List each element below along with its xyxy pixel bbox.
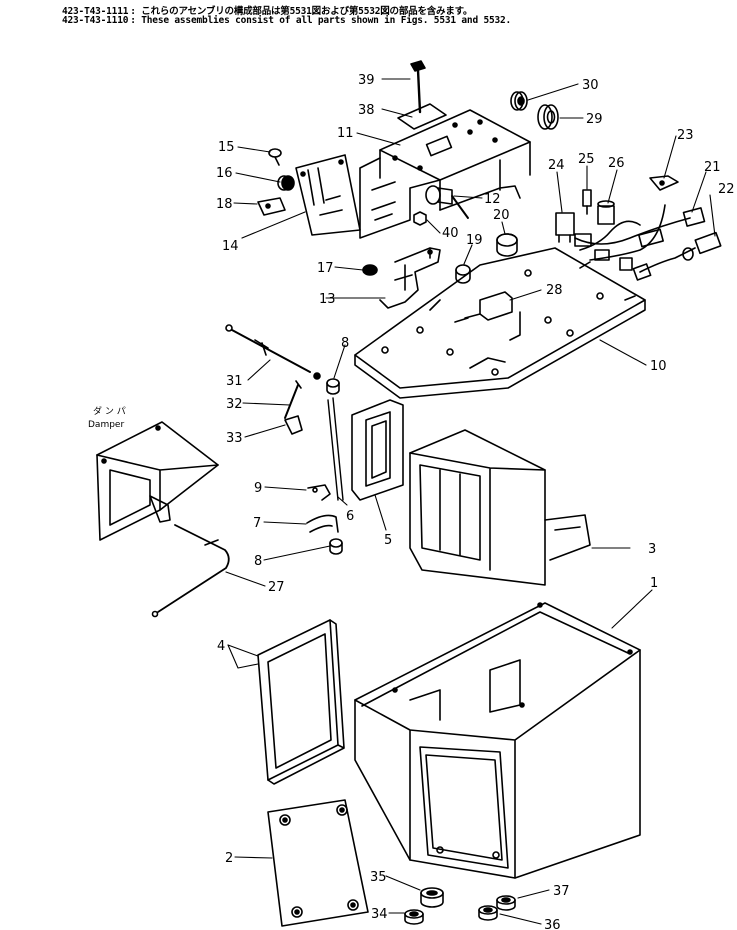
callout-34: 34 <box>371 907 388 922</box>
callout-17: 17 <box>317 261 334 276</box>
callout-35: 35 <box>370 870 387 885</box>
callout-15: 15 <box>218 140 235 155</box>
callout-26: 26 <box>608 156 625 171</box>
callout-30: 30 <box>582 78 599 93</box>
callout-33: 33 <box>226 431 243 446</box>
callout-25: 25 <box>578 152 595 167</box>
part-5-cover <box>351 399 404 501</box>
callout-28: 28 <box>546 283 563 298</box>
callout-31: 31 <box>226 374 243 389</box>
callout-10: 10 <box>650 359 667 374</box>
callout-21: 21 <box>704 160 721 175</box>
part-27-cable <box>151 524 230 618</box>
part-23-bracket <box>649 175 679 191</box>
part-31-cable <box>225 324 321 380</box>
part-9-bracket <box>307 484 331 501</box>
part-8-bushing-top <box>326 378 340 395</box>
callout-23: 23 <box>677 128 694 143</box>
part-32-rod <box>284 380 302 419</box>
part-13-lever <box>379 247 441 309</box>
callout-labels: 39 30 38 29 11 23 15 24 25 26 21 16 22 1… <box>216 73 735 930</box>
callout-20: 20 <box>493 208 510 223</box>
part-4-frame <box>257 619 345 785</box>
callout-5: 5 <box>384 533 392 548</box>
part-7-pipe <box>306 514 339 533</box>
callout-14: 14 <box>222 239 239 254</box>
harness-connectors <box>574 233 633 271</box>
part-34-grommet <box>404 909 424 925</box>
damper <box>96 421 219 541</box>
part-14-plate <box>295 154 361 236</box>
callout-6: 6 <box>346 509 354 524</box>
leader-lines <box>225 78 716 925</box>
part-18-clip <box>257 197 286 216</box>
part-37-grommet <box>496 895 516 911</box>
part-6-rod <box>327 397 344 501</box>
callout-24: 24 <box>548 158 565 173</box>
part-3-duct <box>409 429 591 586</box>
callout-19: 19 <box>466 233 483 248</box>
callout-40: 40 <box>442 226 459 241</box>
part-16-nut <box>277 175 295 191</box>
part-17-cap <box>362 264 378 276</box>
callout-36: 36 <box>544 918 561 930</box>
part-19-bushing <box>455 264 471 284</box>
callout-16: 16 <box>216 166 233 181</box>
part-36-grommet <box>478 905 498 921</box>
part-22-harness <box>632 231 722 281</box>
part-20-bushing <box>496 233 518 257</box>
part-38-plate <box>397 103 447 130</box>
part-2-plate <box>267 799 369 927</box>
part-28-connector <box>454 291 513 323</box>
part-11-bracket <box>359 109 531 239</box>
callout-29: 29 <box>586 112 603 127</box>
callout-2: 2 <box>225 851 233 866</box>
callout-39: 39 <box>358 73 375 88</box>
part-35-grommet <box>420 887 444 908</box>
damper-label-jp: ダ ン パ <box>93 405 126 417</box>
part-25-fuse <box>582 189 592 215</box>
callout-12: 12 <box>484 192 501 207</box>
header-line-2: 423-T43-1110: These assemblies consist o… <box>62 15 512 26</box>
header-line-1: 423-T43-1111: これらのアセンブリの構成部品は第5531図および第5… <box>62 6 473 17</box>
part-1-box <box>354 602 641 879</box>
part-10-panel <box>354 247 646 399</box>
part-26-connector <box>597 200 615 225</box>
callout-4: 4 <box>217 639 225 654</box>
part-12-switch <box>425 185 469 219</box>
callout-9: 9 <box>254 481 262 496</box>
callout-37: 37 <box>553 884 570 899</box>
part-33-clamp <box>284 415 303 435</box>
part-29-grommet <box>537 104 559 130</box>
callout-13: 13 <box>319 292 336 307</box>
callout-1: 1 <box>650 576 658 591</box>
callout-27: 27 <box>268 580 285 595</box>
callout-11: 11 <box>337 126 354 141</box>
callout-18: 18 <box>216 197 233 212</box>
damper-label-en: Damper <box>88 420 124 430</box>
callout-3: 3 <box>648 542 656 557</box>
callout-8-top: 8 <box>341 336 349 351</box>
part-30-grommet <box>510 91 528 111</box>
part-40-nut <box>413 211 427 226</box>
part-8-bushing-bottom <box>329 538 343 555</box>
callout-7: 7 <box>253 516 261 531</box>
part-15-knob <box>268 148 282 166</box>
part-39-bolt <box>410 60 426 114</box>
callout-22: 22 <box>718 182 735 197</box>
callout-38: 38 <box>358 103 375 118</box>
callout-8-bottom: 8 <box>254 554 262 569</box>
part-24-relay <box>555 212 575 243</box>
callout-32: 32 <box>226 397 243 412</box>
